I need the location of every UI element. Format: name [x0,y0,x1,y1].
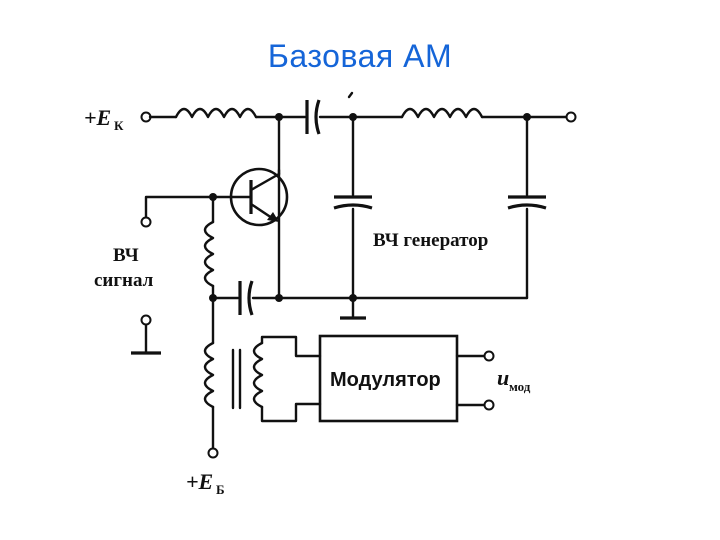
hf-signal-label-1: ВЧ [113,245,139,266]
umod-terminal [483,399,495,411]
tick-mark [347,91,354,99]
capacitor-tank-1 [333,195,373,210]
ek-label: +E К [84,105,124,133]
svg-text:мод: мод [509,379,531,394]
junction-dot [275,294,283,302]
capacitor-coupling [305,99,321,135]
svg-text:u: u [497,365,509,390]
transistor [211,167,289,227]
eb-label: +E Б [186,469,225,497]
modulator-block [318,334,459,423]
svg-text:Б: Б [216,482,225,497]
wire-sec-bottom [260,402,322,423]
hf-signal-label-2: сигнал [94,270,154,291]
svg-text:+E: +E [186,469,213,494]
hf-generator-label: ВЧ генератор [373,230,488,251]
umod-label: u мод [497,365,531,394]
transformer-secondary [252,341,264,409]
wire-sec-top [260,335,322,358]
hf-signal-terminal [140,216,152,228]
supply-eb-terminal [207,447,219,459]
svg-text:+E: +E [84,105,111,130]
wire-base [144,195,215,220]
modulator-label: Модулятор [330,369,441,391]
capacitor-tank-2 [507,195,547,210]
output-terminal [565,111,577,123]
inductor-collector [174,107,258,119]
inductor-output [400,107,484,119]
page-title: Базовая АМ [267,38,453,74]
umod-terminal [483,350,495,362]
svg-text:К: К [114,118,124,133]
ground-terminal [140,314,152,326]
capacitor-bypass [238,280,254,316]
junction-dot [349,294,357,302]
transformer-primary [203,341,215,409]
inductor-base [203,220,215,288]
